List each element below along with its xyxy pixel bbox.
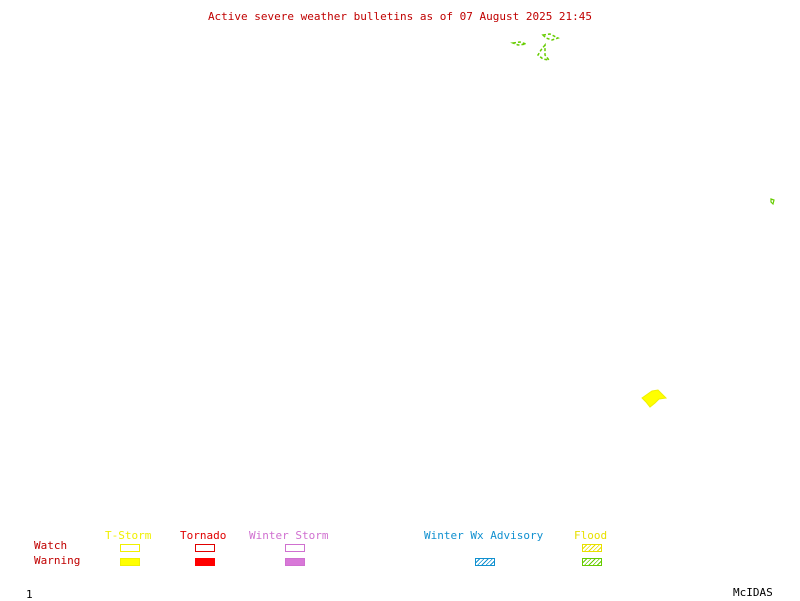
legend-flood-label: Flood [574, 529, 608, 542]
legend-tstorm-watch-swatch [120, 544, 140, 552]
legend-winter-storm-warning-swatch [285, 558, 305, 566]
map-title: Active severe weather bulletins as of 07… [207, 10, 593, 23]
flood-area-east [770, 198, 775, 206]
legend-winter-storm-watch-swatch [285, 544, 305, 552]
legend-winter-wx-advisory-label: Winter Wx Advisory [424, 529, 544, 542]
legend-tstorm-warning-swatch [120, 558, 140, 566]
legend-tornado-label: Tornado [180, 529, 227, 542]
legend-watch-label: Watch [34, 539, 68, 552]
legend-tstorm-label: T-Storm [105, 529, 152, 542]
flood-polygon-1 [510, 41, 527, 46]
legend-winter-wx-advisory-warning-swatch [475, 558, 495, 566]
legend-flood-watch-swatch [582, 544, 602, 552]
legend-winter-storm-label: Winter Storm [249, 529, 329, 542]
software-label: McIDAS [733, 586, 773, 599]
legend-flood-warning-swatch [582, 558, 602, 566]
flood-area-north [510, 33, 560, 62]
flood-polygon-2 [541, 33, 560, 41]
flood-polygon-3 [537, 42, 551, 62]
legend-tornado-watch-swatch [195, 544, 215, 552]
legend-warning-label: Warning [34, 554, 81, 567]
legend-tornado-warning-swatch [195, 558, 215, 566]
tstorm-warning-polygon [641, 389, 668, 408]
frame-number: 1 [26, 588, 33, 601]
